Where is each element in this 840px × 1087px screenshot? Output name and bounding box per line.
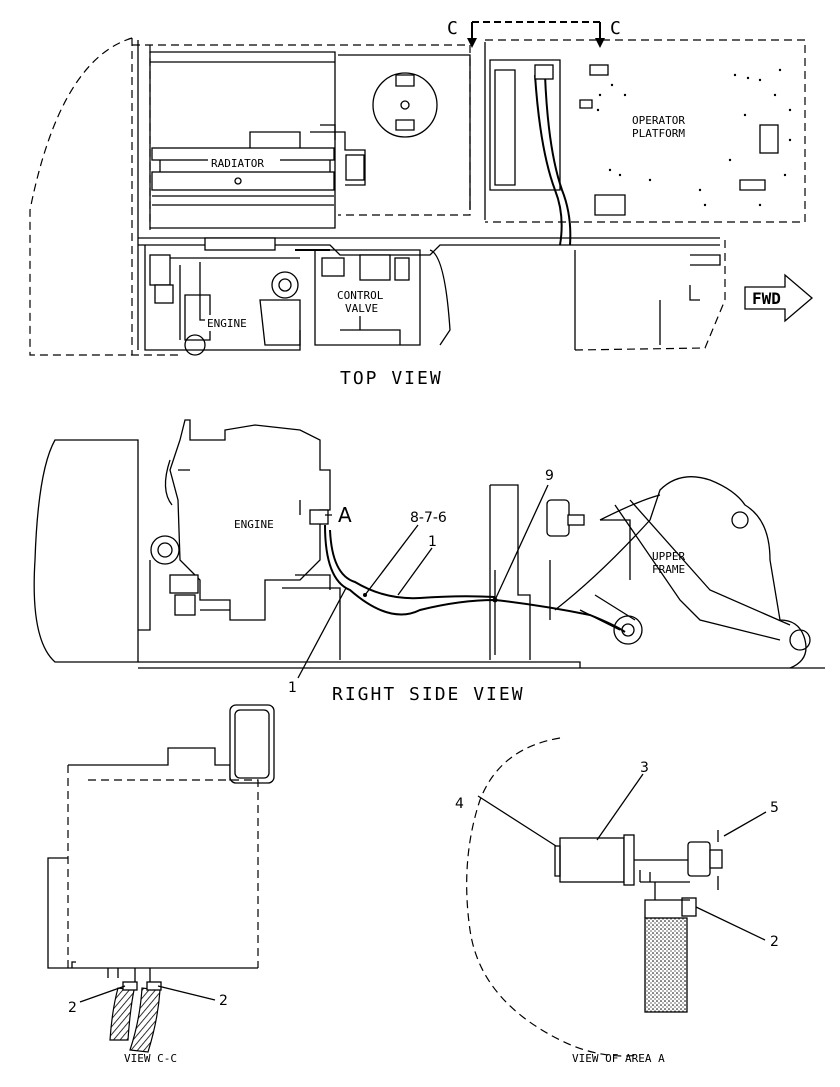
platform-fitting: [759, 124, 779, 154]
counterweight-outline: [33, 439, 139, 663]
view-cc-title: VIEW C-C: [124, 1052, 177, 1065]
right-side-view: A ENGINE UPPER FRAME 8-7-6 1 9 1: [33, 419, 825, 705]
label-radiator: RADIATOR: [211, 157, 264, 170]
view-area-a: 4 3 5 2 VIEW OF AREA A: [455, 737, 779, 1065]
fwd-arrow-icon: [744, 273, 814, 323]
label-engine-side: ENGINE: [234, 518, 274, 531]
area-a-marker: A: [338, 503, 352, 527]
label-control: CONTROL: [337, 289, 384, 302]
view-c-c: 2 2 VIEW C-C: [47, 704, 275, 1065]
label-frame: FRAME: [652, 563, 685, 576]
view-cc-callout-2-right: 2: [219, 993, 228, 1009]
view-cc-hose-left: [109, 987, 135, 1041]
callout-1-upper: 1: [428, 534, 437, 550]
area-a-nut: [687, 841, 711, 877]
label-upper: UPPER: [652, 550, 685, 563]
view-cc-callout-2-left: 2: [68, 1000, 77, 1016]
top-view: C C FWD OPERATOR PLATFORM RADIATOR ENGIN…: [29, 18, 814, 389]
control-valve-body: [359, 254, 391, 281]
area-a-fitting: [309, 509, 329, 525]
label-operator: OPERATOR: [632, 114, 685, 127]
area-a-callout-2: 2: [770, 934, 779, 950]
label-platform: PLATFORM: [632, 127, 685, 140]
fan-outline: [372, 72, 438, 138]
section-marker-c-left: C: [447, 18, 460, 39]
section-marker-c-right: C: [610, 18, 623, 39]
callout-1-lower: 1: [288, 680, 297, 696]
label-engine-top: ENGINE: [207, 317, 247, 330]
area-a-switch-body: [559, 837, 625, 883]
callout-8-7-6: 8-7-6: [410, 510, 447, 526]
engine-block: [169, 419, 331, 621]
label-valve: VALVE: [345, 302, 378, 315]
view-cc-valve: [229, 704, 275, 784]
top-view-title: TOP VIEW: [340, 368, 443, 389]
radiator-core: [151, 171, 335, 191]
area-a-callout-3: 3: [640, 760, 649, 776]
area-a-callout-5: 5: [770, 800, 779, 816]
fwd-label: FWD: [752, 289, 781, 308]
leader-8-7-6: [364, 524, 419, 596]
callout-9: 9: [545, 468, 554, 484]
area-a-hose: [644, 917, 688, 1013]
side-view-valve: [546, 499, 570, 537]
view-area-a-title: VIEW OF AREA A: [572, 1052, 665, 1065]
area-a-callout-4: 4: [455, 796, 464, 812]
right-side-view-title: RIGHT SIDE VIEW: [332, 684, 525, 705]
view-cc-hose-right: [129, 987, 161, 1053]
